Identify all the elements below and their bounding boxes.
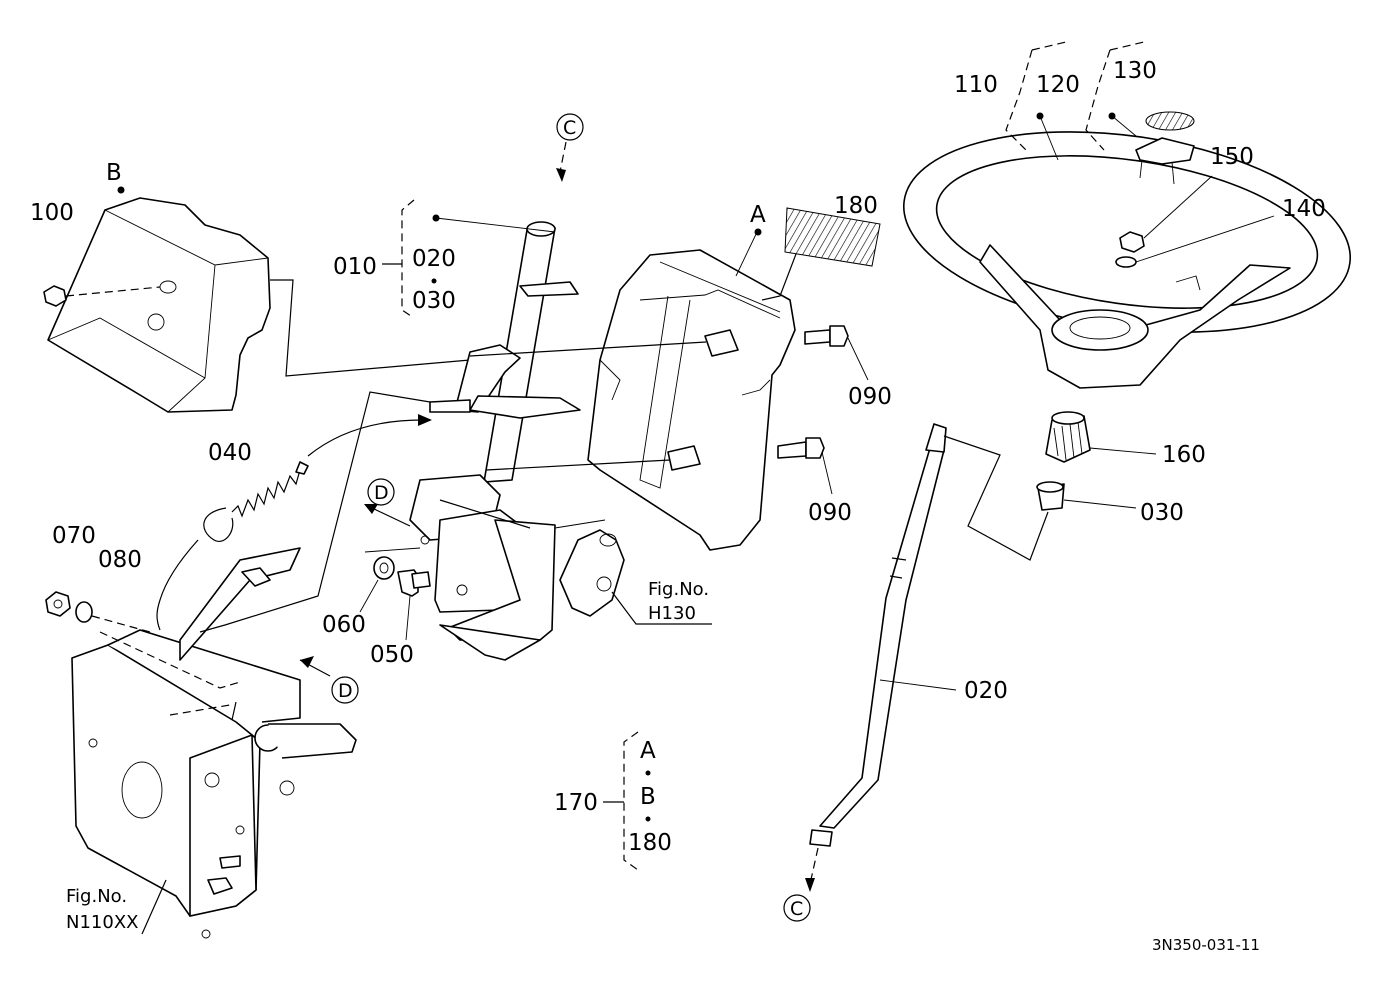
arrow-c-top xyxy=(556,113,584,182)
label-fig-h130-line2: H130 xyxy=(648,603,696,624)
label-040: 040 xyxy=(208,440,252,466)
pedal-bracket xyxy=(71,547,357,939)
label-090-lower: 090 xyxy=(808,500,852,526)
bracket-110 xyxy=(1005,49,1033,151)
label-d-bottom: D xyxy=(338,680,353,702)
label-020-group: 020 xyxy=(412,246,456,272)
arrow-d-middle xyxy=(364,478,411,527)
leader-shaft-sleeve xyxy=(943,435,1049,561)
label-080: 080 xyxy=(98,547,142,573)
label-a-top: A xyxy=(750,202,766,228)
label-c-bottom: C xyxy=(790,898,803,920)
bracket-120-top xyxy=(1109,41,1145,51)
label-060: 060 xyxy=(322,612,366,638)
cover-a xyxy=(587,249,796,551)
label-d-middle: D xyxy=(374,482,389,504)
bracket-170 xyxy=(603,731,651,871)
label-160: 160 xyxy=(1162,442,1206,468)
ref-dot-120 xyxy=(1036,112,1044,120)
leader-040-link xyxy=(199,391,431,633)
bolt-090-lower xyxy=(777,437,833,495)
label-110: 110 xyxy=(954,72,998,98)
leader-n110xx xyxy=(141,879,167,935)
washer-080 xyxy=(75,601,151,633)
label-170-b: B xyxy=(640,784,656,810)
label-020-shaft: 020 xyxy=(964,678,1008,704)
leader-a xyxy=(735,229,759,277)
dash-link-a2 xyxy=(485,459,671,471)
bushing-030 xyxy=(1036,481,1137,511)
label-170-180: 180 xyxy=(628,830,672,856)
cover-b xyxy=(47,197,271,413)
arrow-d-bottom xyxy=(331,676,359,704)
label-fig-n110-line2: N110XX xyxy=(66,912,138,933)
bolt-050 xyxy=(364,547,431,641)
label-050: 050 xyxy=(370,642,414,668)
nut-150 xyxy=(1119,175,1213,253)
leader-120 xyxy=(1039,115,1059,161)
label-030-group: 030 xyxy=(412,288,456,314)
label-070: 070 xyxy=(52,523,96,549)
steering-shaft xyxy=(805,423,957,892)
dash-link-a1 xyxy=(469,341,707,357)
label-100: 100 xyxy=(30,200,74,226)
spring-040 xyxy=(156,414,432,631)
leader-010 xyxy=(435,217,556,233)
label-fig-h130-line1: Fig.No. xyxy=(648,579,709,600)
bolt-100 xyxy=(43,285,161,307)
ref-dot-a xyxy=(754,228,762,236)
label-130: 130 xyxy=(1113,58,1157,84)
decal-180 xyxy=(761,207,881,301)
label-120: 120 xyxy=(1036,72,1080,98)
bracket-120 xyxy=(1085,49,1111,151)
spline-sleeve-160 xyxy=(1045,411,1157,463)
drawing-code: 3N350-031-11 xyxy=(1152,936,1260,954)
nut-070 xyxy=(45,591,71,617)
ref-dot-010 xyxy=(432,214,440,222)
label-010: 010 xyxy=(333,254,377,280)
steering-column xyxy=(409,221,581,661)
label-c-top: C xyxy=(563,117,576,139)
label-170-a: A xyxy=(640,738,656,764)
steering-wheel xyxy=(902,131,1352,389)
label-140: 140 xyxy=(1282,196,1326,222)
label-150: 150 xyxy=(1210,144,1254,170)
label-b-top: B xyxy=(106,160,122,186)
emblem-130 xyxy=(1108,111,1195,185)
washer-060 xyxy=(359,556,395,613)
ref-dot-b xyxy=(117,186,125,194)
washer-140 xyxy=(1115,215,1275,268)
bracket-010 xyxy=(382,199,437,319)
bracket-110-top xyxy=(1031,41,1067,51)
label-030-right: 030 xyxy=(1140,500,1184,526)
label-fig-n110-line1: Fig.No. xyxy=(66,886,127,907)
label-170: 170 xyxy=(554,790,598,816)
leader-cover-b xyxy=(270,279,471,377)
label-090-upper: 090 xyxy=(848,384,892,410)
universal-joint-h130 xyxy=(554,519,712,625)
bolt-090-upper xyxy=(804,325,869,381)
circle-c-bottom xyxy=(783,894,811,922)
label-180: 180 xyxy=(834,193,878,219)
